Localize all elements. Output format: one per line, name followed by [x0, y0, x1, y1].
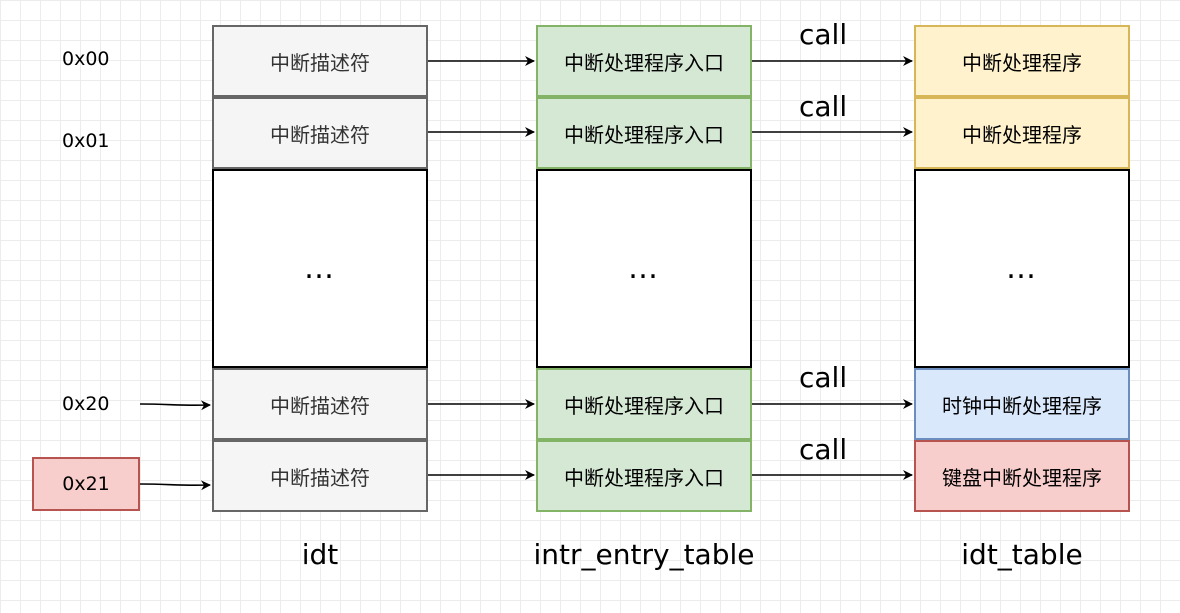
entry-table-column-label: intr_entry_table — [533, 538, 755, 571]
idt-entry-0x20: 中断描述符 — [212, 368, 428, 440]
keyboard-handler: 键盘中断处理程序 — [914, 440, 1130, 512]
address-0x01: 0x01 — [62, 130, 110, 152]
idt-column-label: idt — [301, 538, 339, 571]
idt-entry-0x01: 中断描述符 — [212, 97, 428, 169]
call-label-0x01: call — [799, 90, 848, 123]
entry-table-0x21: 中断处理程序入口 — [536, 440, 752, 512]
entry-table-0x01: 中断处理程序入口 — [536, 97, 752, 169]
timer-handler: 时钟中断处理程序 — [914, 368, 1130, 440]
arrow-0x21-to-idt — [139, 480, 211, 491]
address-0x20: 0x20 — [62, 393, 110, 415]
entry-table-0x20: 中断处理程序入口 — [536, 368, 752, 440]
idt-ellipsis: … — [212, 169, 428, 368]
entry-table-0x00: 中断处理程序入口 — [536, 25, 752, 97]
call-label-0x20: call — [799, 361, 848, 394]
handler-ellipsis: … — [914, 169, 1130, 368]
idt-table-column-label: idt_table — [961, 538, 1083, 571]
handler-0x00: 中断处理程序 — [914, 25, 1130, 97]
arrow-0x20-to-idt — [139, 400, 211, 411]
idt-entry-0x00: 中断描述符 — [212, 25, 428, 97]
idt-entry-0x21: 中断描述符 — [212, 440, 428, 512]
entry-table-ellipsis: … — [536, 169, 752, 368]
address-0x21-box: 0x21 — [32, 457, 140, 511]
call-label-0x21: call — [799, 433, 848, 466]
address-0x00: 0x00 — [62, 48, 110, 70]
handler-0x01: 中断处理程序 — [914, 97, 1130, 169]
call-label-0x00: call — [799, 18, 848, 51]
